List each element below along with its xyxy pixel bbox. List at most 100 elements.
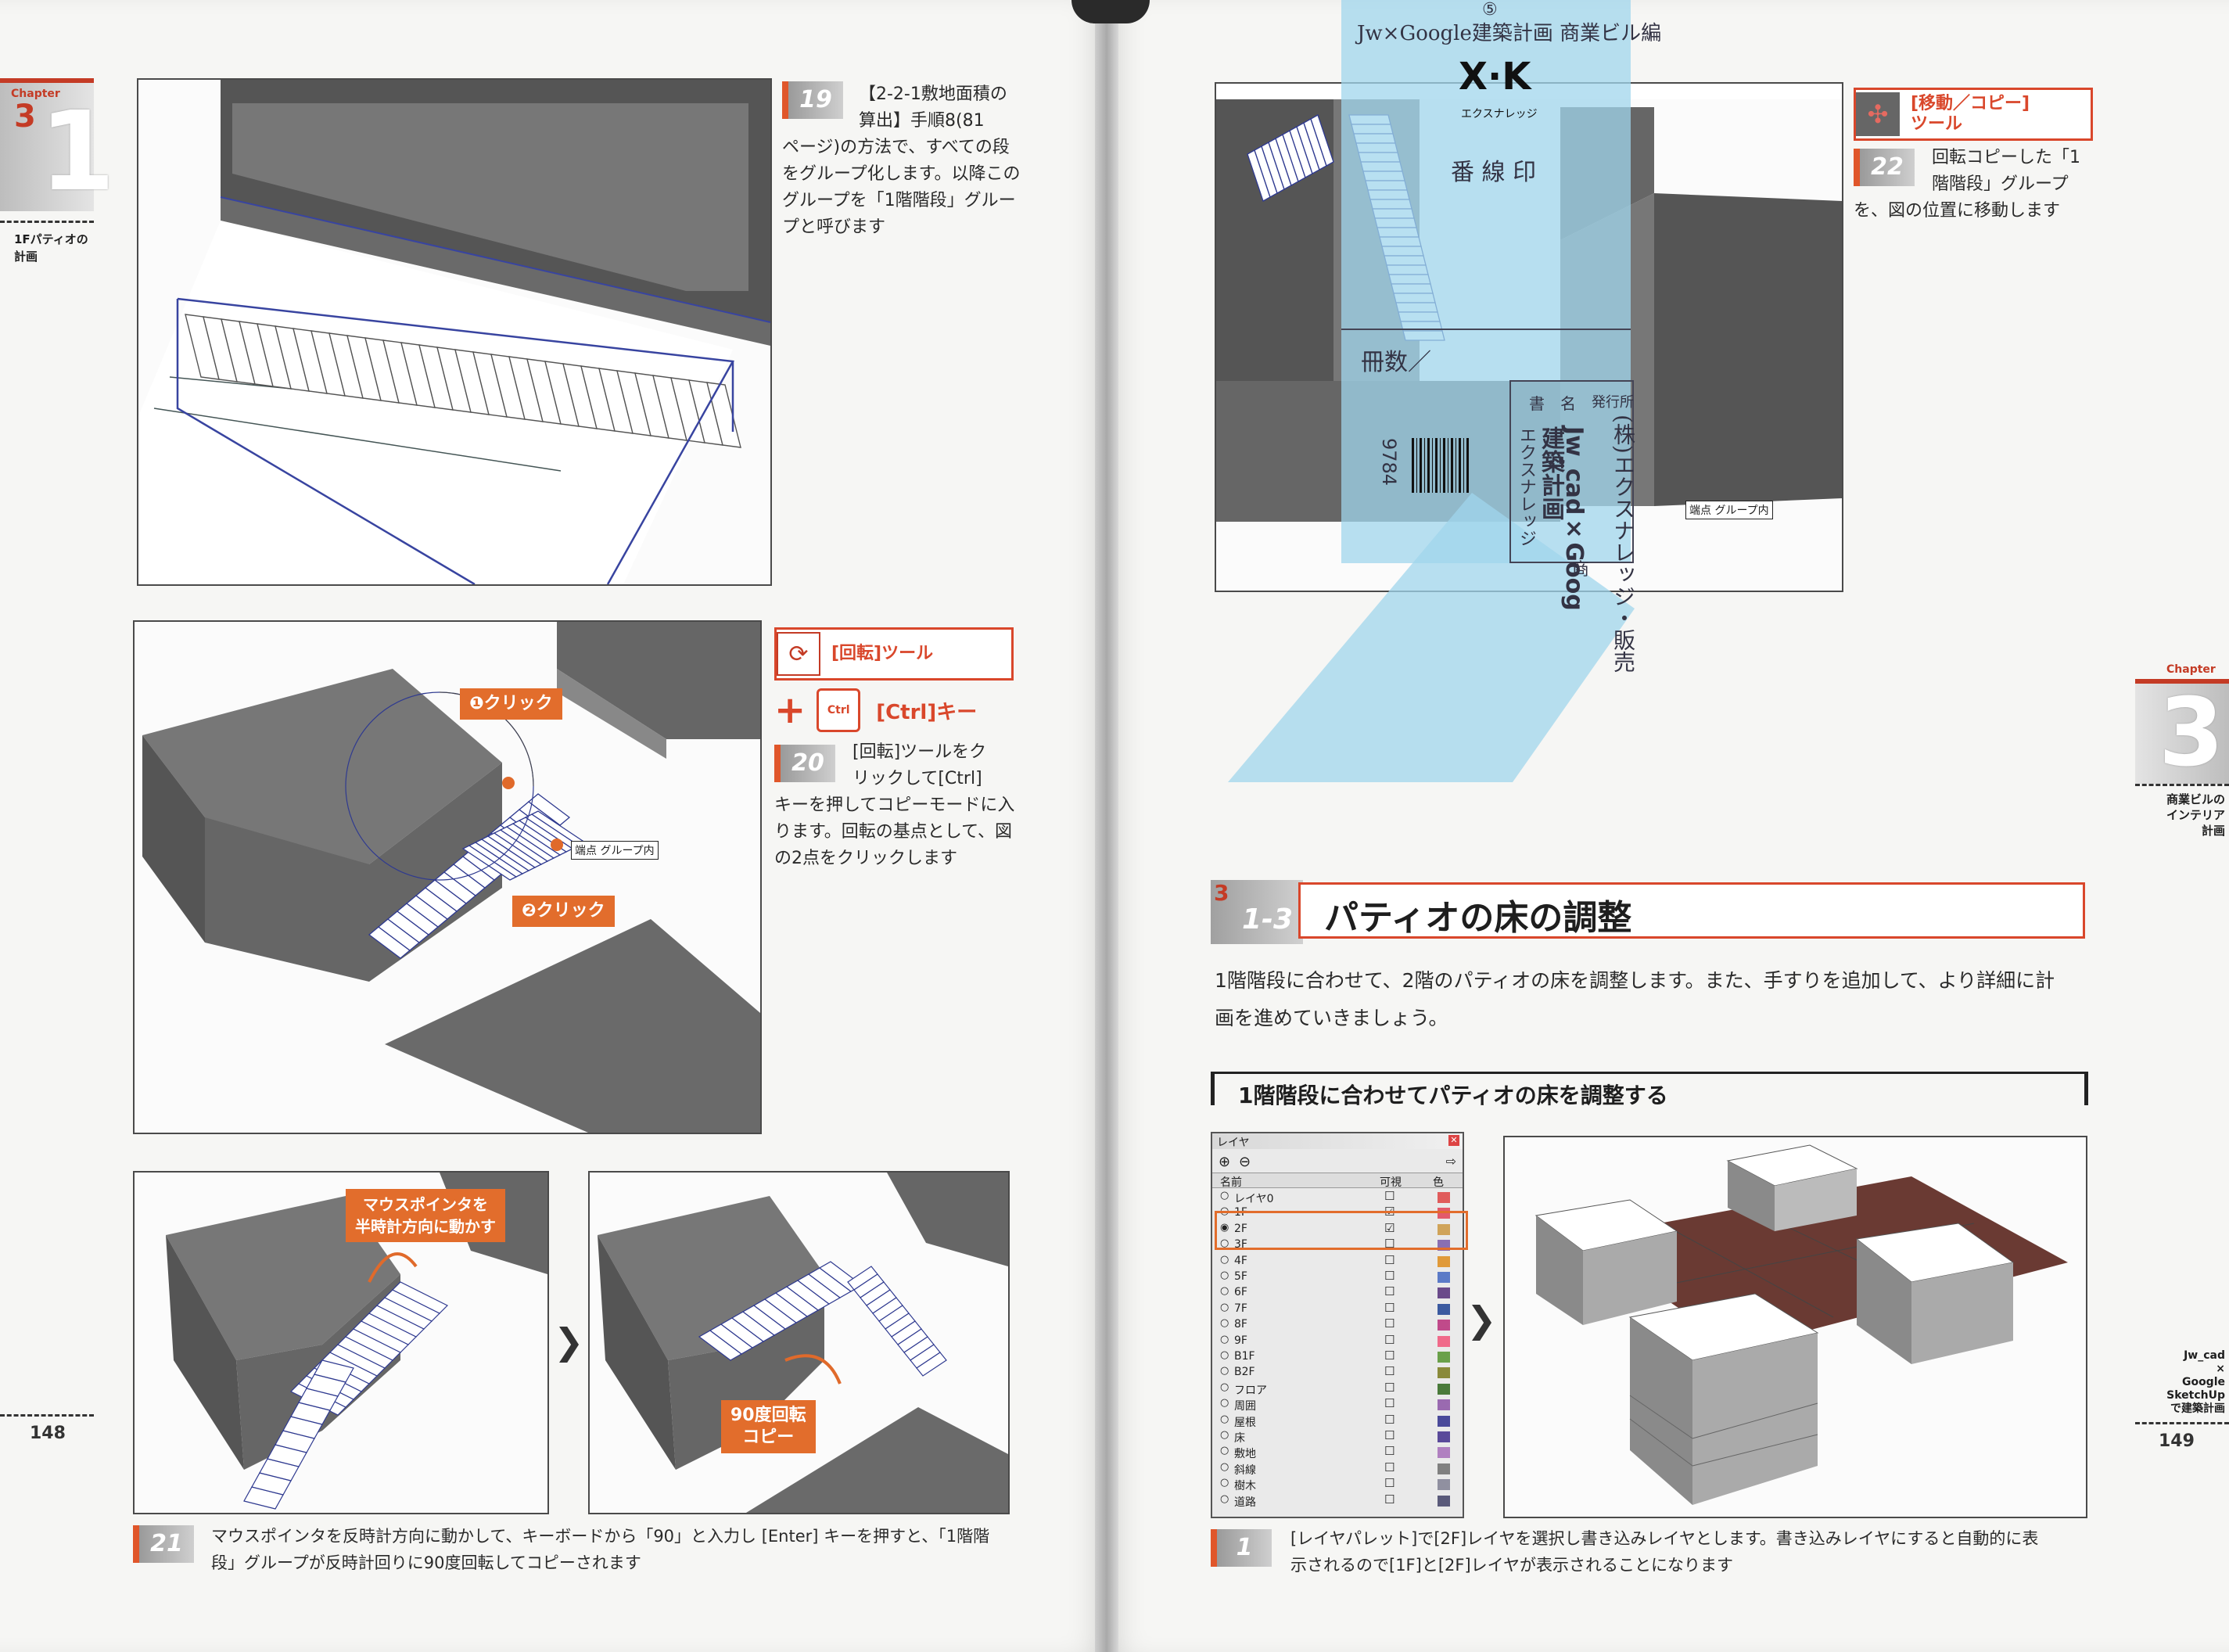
layer-color-swatch[interactable] [1438, 1192, 1450, 1203]
layer-row[interactable]: ○8F☐ [1220, 1316, 1452, 1333]
layer-color-swatch[interactable] [1438, 1415, 1450, 1427]
layer-radio[interactable]: ○ [1220, 1349, 1229, 1361]
visible-checkbox[interactable]: ☐ [1384, 1252, 1395, 1267]
layer-row[interactable]: ○B1F☐ [1220, 1349, 1452, 1365]
visible-checkbox[interactable]: ☐ [1384, 1349, 1395, 1363]
layer-color-swatch[interactable] [1438, 1335, 1450, 1347]
visible-checkbox[interactable]: ☐ [1384, 1380, 1395, 1395]
layer-row[interactable]: ◉ 2F ☑ [1220, 1220, 1452, 1237]
layer-radio[interactable]: ○ [1220, 1365, 1229, 1377]
layer-radio[interactable]: ◉ [1220, 1221, 1229, 1234]
layer-radio[interactable]: ○ [1220, 1333, 1229, 1345]
layer-radio[interactable]: ○ [1220, 1381, 1229, 1393]
layer-row[interactable]: ○ 4F ☐ [1220, 1252, 1452, 1270]
layer-name: 周囲 [1234, 1400, 1256, 1413]
stair-rotated [698, 1261, 947, 1377]
visible-checkbox[interactable]: ☐ [1384, 1412, 1395, 1427]
layer-color-swatch[interactable] [1438, 1255, 1450, 1267]
layer-row[interactable]: ○道路☐ [1220, 1492, 1452, 1509]
details-icon[interactable]: ⇨ [1445, 1154, 1456, 1169]
step-badge-19: 19 [782, 81, 843, 119]
layer-row[interactable]: ○フロア☐ [1220, 1381, 1452, 1397]
visible-checkbox[interactable]: ☐ [1384, 1460, 1395, 1474]
visible-checkbox[interactable]: ☐ [1384, 1476, 1395, 1491]
layer-name: 樹木 [1234, 1480, 1256, 1493]
layer-color-swatch[interactable] [1438, 1431, 1450, 1442]
visible-checkbox[interactable]: ☑ [1384, 1220, 1395, 1235]
step21-text: マウスポインタを反時計方向に動かして、キーボードから「90」と入力し [Ente… [211, 1527, 990, 1572]
remove-layer-icon[interactable]: ⊖ [1239, 1154, 1251, 1170]
layer-radio[interactable]: ○ [1220, 1429, 1229, 1441]
rotate-tool-box: ⟳ [回転]ツール [774, 627, 1014, 681]
layer-row[interactable]: ○B2F☐ [1220, 1364, 1452, 1381]
layer-name: 2F [1234, 1222, 1247, 1235]
layer-name: 4F [1234, 1254, 1247, 1267]
layer-radio[interactable]: ○ [1220, 1190, 1229, 1201]
chapter-tab-left: Chapter 3 1 [0, 78, 115, 211]
layer-radio[interactable]: ○ [1220, 1445, 1229, 1457]
layer-color-swatch[interactable] [1438, 1479, 1450, 1491]
layer-color-swatch[interactable] [1438, 1287, 1450, 1299]
layer-row[interactable]: ○ 周囲 ☐ [1220, 1396, 1452, 1413]
layer-row[interactable]: ○5F☐ [1220, 1269, 1452, 1285]
book-slip [1341, 0, 1631, 563]
visible-checkbox[interactable]: ☐ [1384, 1316, 1395, 1331]
visible-checkbox[interactable]: ☐ [1384, 1364, 1395, 1379]
visible-checkbox[interactable]: ☐ [1384, 1284, 1395, 1299]
layer-row[interactable]: ○屋根☐ [1220, 1413, 1452, 1429]
visible-checkbox[interactable]: ☐ [1384, 1428, 1395, 1442]
layer-radio[interactable]: ○ [1220, 1397, 1229, 1410]
layer-row[interactable]: ○6F☐ [1220, 1284, 1452, 1301]
move-icon: ✣ [1856, 92, 1900, 136]
patio-render [1534, 1144, 2068, 1505]
visible-checkbox[interactable]: ☐ [1384, 1237, 1395, 1252]
layer-color-swatch[interactable] [1438, 1223, 1450, 1235]
layer-color-swatch[interactable] [1438, 1320, 1450, 1331]
visible-checkbox[interactable]: ☐ [1384, 1189, 1395, 1203]
ctrl-key-row: + Ctrl [Ctrl]キー [774, 688, 978, 732]
layer-radio[interactable]: ○ [1220, 1237, 1229, 1250]
divider [2135, 1422, 2229, 1424]
layer-color-swatch[interactable] [1438, 1367, 1450, 1379]
layer-radio[interactable]: ○ [1220, 1413, 1229, 1425]
visible-checkbox[interactable]: ☐ [1384, 1300, 1395, 1315]
layer-row[interactable]: ○レイヤ0☐ [1220, 1189, 1452, 1205]
layer-color-swatch[interactable] [1438, 1383, 1450, 1395]
layer-row[interactable]: ○斜線☐ [1220, 1460, 1452, 1477]
layer-radio[interactable]: ○ [1220, 1477, 1229, 1489]
layer-row[interactable]: ○床☐ [1220, 1428, 1452, 1445]
layer-radio[interactable]: ○ [1220, 1492, 1229, 1505]
layer-radio[interactable]: ○ [1220, 1285, 1229, 1298]
slip-rule [1341, 329, 1631, 330]
layer-row[interactable]: ○ 敷地 ☐ [1220, 1444, 1452, 1461]
visible-checkbox[interactable]: ☐ [1384, 1492, 1395, 1507]
layer-radio[interactable]: ○ [1220, 1460, 1229, 1473]
visible-checkbox[interactable]: ☐ [1384, 1332, 1395, 1347]
stair-tread [314, 1359, 354, 1383]
layer-row[interactable]: ○7F☐ [1220, 1300, 1452, 1317]
visible-checkbox[interactable]: ☐ [1384, 1269, 1395, 1283]
visible-checkbox[interactable]: ☐ [1384, 1444, 1395, 1459]
layer-radio[interactable]: ○ [1220, 1317, 1229, 1330]
layer-color-swatch[interactable] [1438, 1463, 1450, 1474]
add-layer-icon[interactable]: ⊕ [1219, 1154, 1231, 1170]
layer-row[interactable]: ○9F☐ [1220, 1332, 1452, 1349]
layer-radio[interactable]: ○ [1220, 1301, 1229, 1313]
layer-color-swatch[interactable] [1438, 1447, 1450, 1459]
step-badge-1: 1 [1211, 1529, 1272, 1567]
slip-box [1509, 380, 1634, 563]
layer-row[interactable]: ○ 樹木 ☐ [1220, 1476, 1452, 1493]
layer-color-swatch[interactable] [1438, 1399, 1450, 1411]
close-icon[interactable]: ✕ [1448, 1135, 1459, 1146]
layer-color-swatch[interactable] [1438, 1208, 1450, 1219]
slip-book-name-2: 建築計画 [1537, 426, 1564, 520]
footer-label-right: Jw_cad × Google SketchUp で建築計画 [2166, 1349, 2225, 1415]
layer-radio[interactable]: ○ [1220, 1270, 1229, 1281]
layer-radio[interactable]: ○ [1220, 1253, 1229, 1266]
visible-checkbox[interactable]: ☐ [1384, 1396, 1395, 1411]
layer-color-swatch[interactable] [1438, 1495, 1450, 1507]
layer-color-swatch[interactable] [1438, 1303, 1450, 1315]
layer-name: 敷地 [1234, 1448, 1256, 1461]
layer-color-swatch[interactable] [1438, 1352, 1450, 1363]
layer-color-swatch[interactable] [1438, 1272, 1450, 1283]
